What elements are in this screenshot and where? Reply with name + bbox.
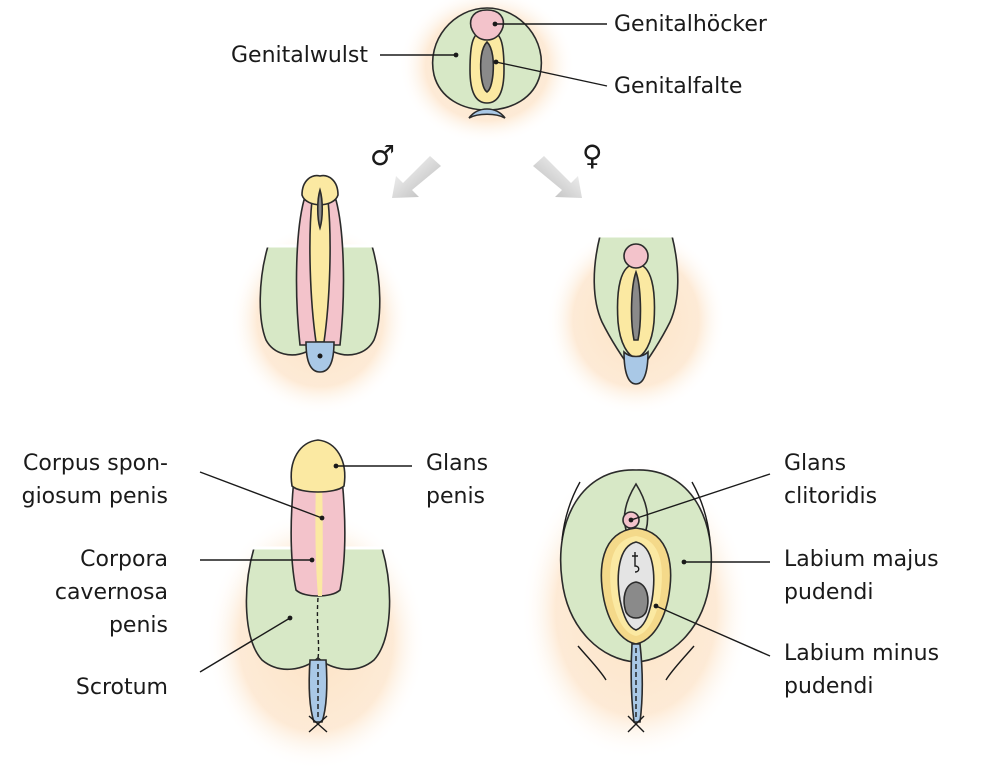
label-labium-majus-line2: pudendi bbox=[784, 580, 873, 605]
female-symbol: ♀ bbox=[582, 139, 603, 172]
early-male-slit bbox=[316, 187, 324, 231]
label-genitalwulst: Genitalwulst bbox=[231, 43, 368, 68]
corpus-spongiosum-shape bbox=[315, 478, 323, 596]
label-corpora-cavernosa-line2: cavernosa bbox=[55, 580, 168, 605]
early-male-stage bbox=[230, 174, 410, 415]
early-female-stage bbox=[546, 225, 726, 415]
early-female-slit bbox=[630, 269, 642, 341]
glans-penis-shape bbox=[290, 439, 346, 493]
leader-dot-genitalfalte bbox=[493, 59, 499, 65]
leader-dot-genitalhoecker bbox=[492, 21, 498, 27]
indifferent-stage: Genitalwulst Genitalhöcker Genitalfalte bbox=[231, 0, 768, 144]
arrow-to-male bbox=[392, 156, 441, 198]
urogenital-slit bbox=[479, 40, 495, 93]
label-labium-majus-line1: Labium majus bbox=[784, 547, 939, 572]
label-glans-penis-line2: penis bbox=[426, 484, 485, 509]
label-genitalhoecker: Genitalhöcker bbox=[614, 12, 768, 37]
early-female-perineum bbox=[623, 350, 649, 385]
female-perineal-raphe bbox=[630, 643, 644, 723]
label-glans-clitoridis-line1: Glans bbox=[784, 451, 846, 476]
early-female-tubercle bbox=[623, 243, 649, 269]
mature-male-stage: Corpus spon- giosum penis Corpora cavern… bbox=[22, 439, 488, 768]
label-corpus-spongiosum-line2: giosum penis bbox=[22, 484, 168, 509]
male-symbol: ♂ bbox=[370, 139, 395, 172]
label-corpus-spongiosum-line1: Corpus spon- bbox=[23, 451, 168, 476]
label-glans-clitoridis-line2: clitoridis bbox=[784, 484, 877, 509]
vaginal-opening bbox=[623, 581, 649, 619]
leader-genitalfalte bbox=[495, 61, 608, 87]
leader-labium-minus bbox=[655, 605, 771, 657]
mature-female-stage: Glans clitoridis Labium majus pudendi La… bbox=[521, 451, 939, 760]
label-corpora-cavernosa-line3: penis bbox=[109, 613, 168, 638]
arrow-to-female bbox=[533, 156, 582, 198]
anal-membrane-shape bbox=[468, 108, 506, 119]
label-genitalfalte: Genitalfalte bbox=[614, 74, 742, 99]
leader-corpus-spongiosum bbox=[199, 471, 323, 519]
label-glans-penis-line1: Glans bbox=[426, 451, 488, 476]
divergence-arrows: ♂ ♀ bbox=[370, 139, 603, 198]
label-labium-minus-line1: Labium minus bbox=[784, 641, 939, 666]
leader-scrotum bbox=[199, 617, 291, 673]
leader-glans-clitoridis bbox=[630, 473, 771, 521]
label-scrotum: Scrotum bbox=[76, 675, 168, 700]
genital-tubercle-shape bbox=[469, 9, 505, 41]
label-labium-minus-line2: pudendi bbox=[784, 674, 873, 699]
label-corpora-cavernosa-line1: Corpora bbox=[80, 547, 168, 572]
leader-dot-genitalwulst bbox=[453, 52, 459, 58]
